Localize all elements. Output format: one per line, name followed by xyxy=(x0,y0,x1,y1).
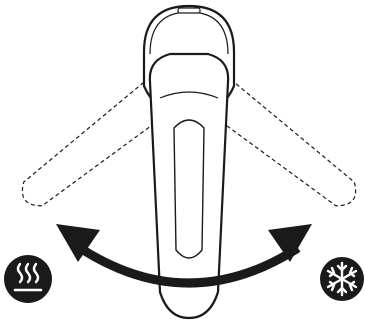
heat-waves-icon xyxy=(4,255,52,303)
swing-arrow xyxy=(56,224,312,288)
snowflake-icon xyxy=(320,257,364,301)
arrowhead-left xyxy=(56,224,100,262)
lever-center xyxy=(148,52,230,320)
arrowhead-right xyxy=(268,224,312,262)
lever-left-dashed xyxy=(175,54,357,207)
lever-right-dashed xyxy=(21,54,203,207)
